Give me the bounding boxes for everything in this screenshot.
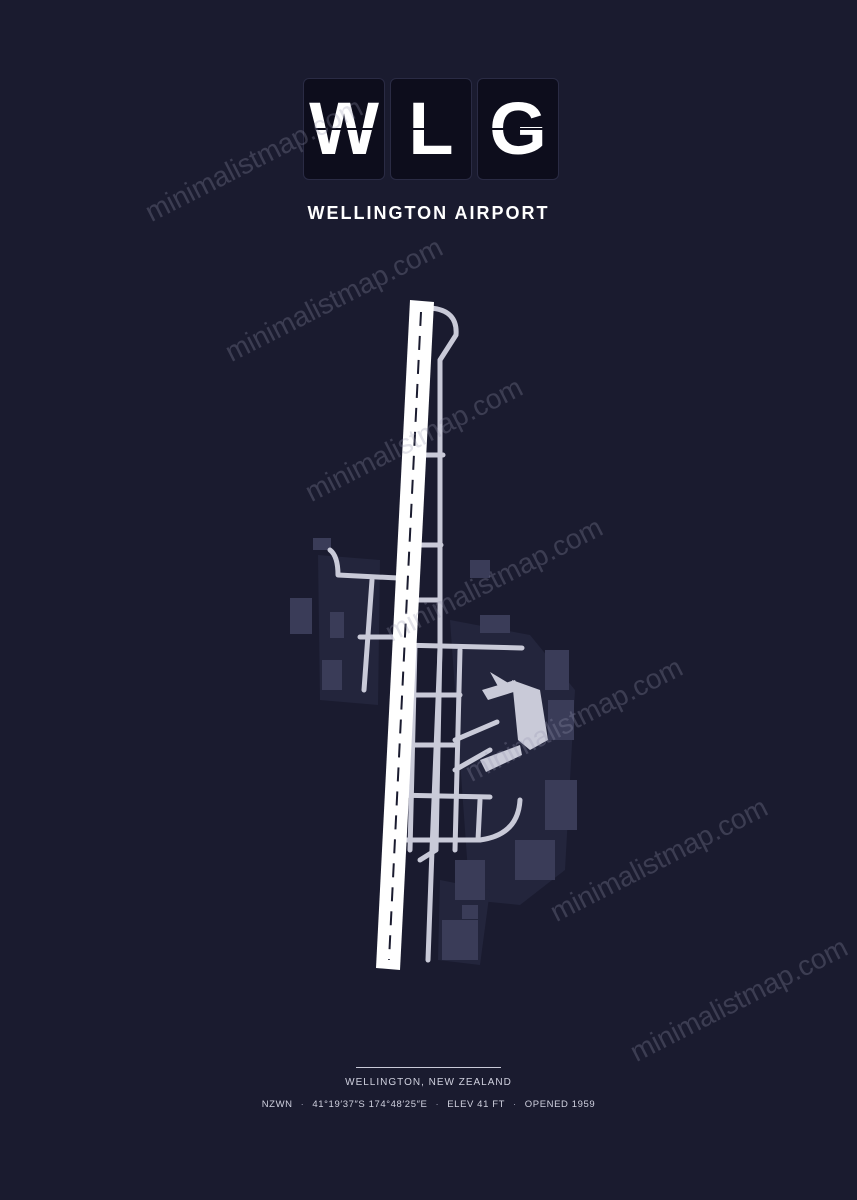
buildings (290, 538, 577, 960)
elevation: ELEV 41 FT (447, 1099, 505, 1110)
airport-meta: NZWN·41°19′37″S 174°48′25″E·ELEV 41 FT·O… (261, 1099, 596, 1110)
code-tile-1: W (303, 78, 385, 180)
icao-code: NZWN (261, 1099, 293, 1110)
location-text: WELLINGTON, NEW ZEALAND (345, 1077, 512, 1088)
terminal (480, 672, 548, 772)
apron-areas (318, 555, 575, 965)
opened-year: OPENED 1959 (524, 1099, 596, 1110)
taxiways (327, 305, 525, 963)
runway (376, 300, 434, 970)
airport-name: WELLINGTON AIRPORT (307, 203, 550, 223)
coordinates: 41°19′37″S 174°48′25″E (312, 1099, 428, 1110)
divider (356, 1067, 501, 1068)
airport-code: W L G (303, 78, 559, 180)
code-tile-3: G (477, 78, 559, 180)
code-tile-2: L (390, 78, 472, 180)
